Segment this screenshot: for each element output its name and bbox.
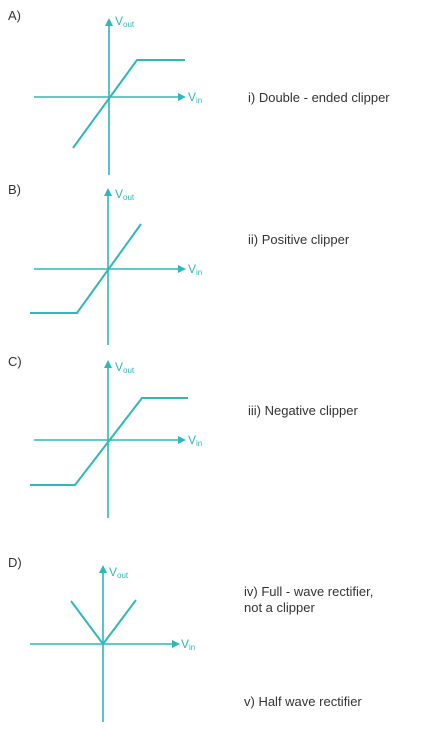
graph-d: Vout Vin	[30, 565, 195, 722]
graph-d-y-label: Vout	[109, 565, 129, 580]
description-d-line2: not a clipper	[244, 600, 315, 615]
graph-a-x-label: Vin	[188, 90, 202, 105]
graph-d-curve	[70, 599, 137, 646]
panel-c-label: C)	[8, 354, 22, 369]
graph-a-curve	[72, 59, 185, 149]
description-c: iii) Negative clipper	[248, 403, 358, 418]
graph-b: Vout Vin	[30, 187, 202, 345]
graph-b-curve	[30, 223, 142, 314]
panel-a-label: A)	[8, 8, 21, 23]
graph-a: Vout Vin	[34, 14, 202, 175]
description-half-wave: v) Half wave rectifier	[244, 694, 362, 709]
panel-d-label: D)	[8, 555, 22, 570]
graph-c: Vout Vin	[30, 360, 202, 518]
description-a: i) Double - ended clipper	[248, 90, 390, 105]
graph-a-y-label: Vout	[115, 14, 135, 29]
graph-c-y-label: Vout	[115, 360, 135, 375]
graph-c-curve	[30, 397, 188, 486]
description-b: ii) Positive clipper	[248, 232, 350, 247]
graph-b-y-label: Vout	[115, 187, 135, 202]
graph-d-x-label: Vin	[181, 637, 195, 652]
panel-b-label: B)	[8, 182, 21, 197]
description-d-line1: iv) Full - wave rectifier,	[244, 584, 374, 599]
graph-b-x-label: Vin	[188, 262, 202, 277]
graph-c-x-label: Vin	[188, 433, 202, 448]
